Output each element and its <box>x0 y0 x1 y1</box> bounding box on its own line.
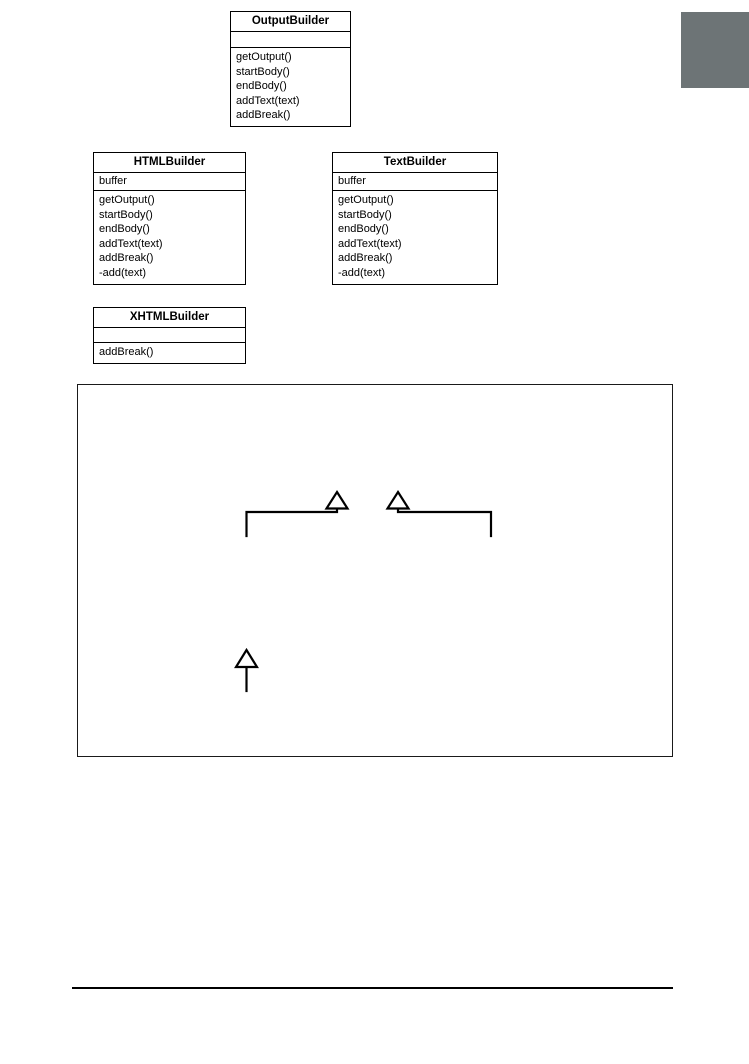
page-corner-tab <box>681 12 749 88</box>
uml-operation: addText(text) <box>338 237 402 250</box>
uml-operation: getOutput() <box>236 51 292 63</box>
uml-operations-compartment: getOutput() startBody() endBody() addTex… <box>94 191 245 284</box>
uml-class-textbuilder[interactable]: TextBuilder buffer getOutput() startBody… <box>332 152 498 285</box>
uml-class-name: HTMLBuilder <box>94 153 245 173</box>
uml-operation: addBreak() <box>338 252 393 265</box>
uml-operation: addText(text) <box>99 237 163 250</box>
uml-operation: startBody() <box>236 65 290 78</box>
uml-class-name: XHTMLBuilder <box>94 308 245 328</box>
uml-operation: endBody() <box>338 223 389 236</box>
uml-operation: addBreak() <box>236 109 291 122</box>
footer-rule <box>72 987 673 989</box>
uml-class-name: OutputBuilder <box>231 12 350 32</box>
uml-operations-compartment: addBreak() <box>94 343 245 363</box>
uml-operation: startBody() <box>338 208 392 221</box>
uml-operation: getOutput() <box>99 194 155 206</box>
uml-class-name: TextBuilder <box>333 153 497 173</box>
uml-operation: getOutput() <box>338 194 394 206</box>
uml-attributes-compartment: buffer <box>333 173 497 191</box>
uml-operations-compartment: getOutput() startBody() endBody() addTex… <box>231 48 350 126</box>
uml-operation: addText(text) <box>236 94 300 107</box>
uml-operation: addBreak() <box>99 346 154 358</box>
uml-class-htmlbuilder[interactable]: HTMLBuilder buffer getOutput() startBody… <box>93 152 246 285</box>
uml-attributes-compartment <box>231 32 350 48</box>
uml-attributes-compartment: buffer <box>94 173 245 191</box>
uml-class-outputbuilder[interactable]: OutputBuilder getOutput() startBody() en… <box>230 11 351 127</box>
uml-operation: -add(text) <box>338 266 386 279</box>
uml-operation: endBody() <box>236 80 287 93</box>
uml-operation: addBreak() <box>99 252 154 265</box>
uml-operation: endBody() <box>99 223 150 236</box>
uml-attribute: buffer <box>99 175 127 187</box>
uml-attributes-compartment <box>94 328 245 343</box>
uml-class-xhtmlbuilder[interactable]: XHTMLBuilder addBreak() <box>93 307 246 364</box>
uml-attribute: buffer <box>338 175 366 187</box>
uml-operations-compartment: getOutput() startBody() endBody() addTex… <box>333 191 497 284</box>
figure-frame <box>77 384 673 757</box>
uml-operation: startBody() <box>99 208 153 221</box>
uml-operation: -add(text) <box>99 266 147 279</box>
